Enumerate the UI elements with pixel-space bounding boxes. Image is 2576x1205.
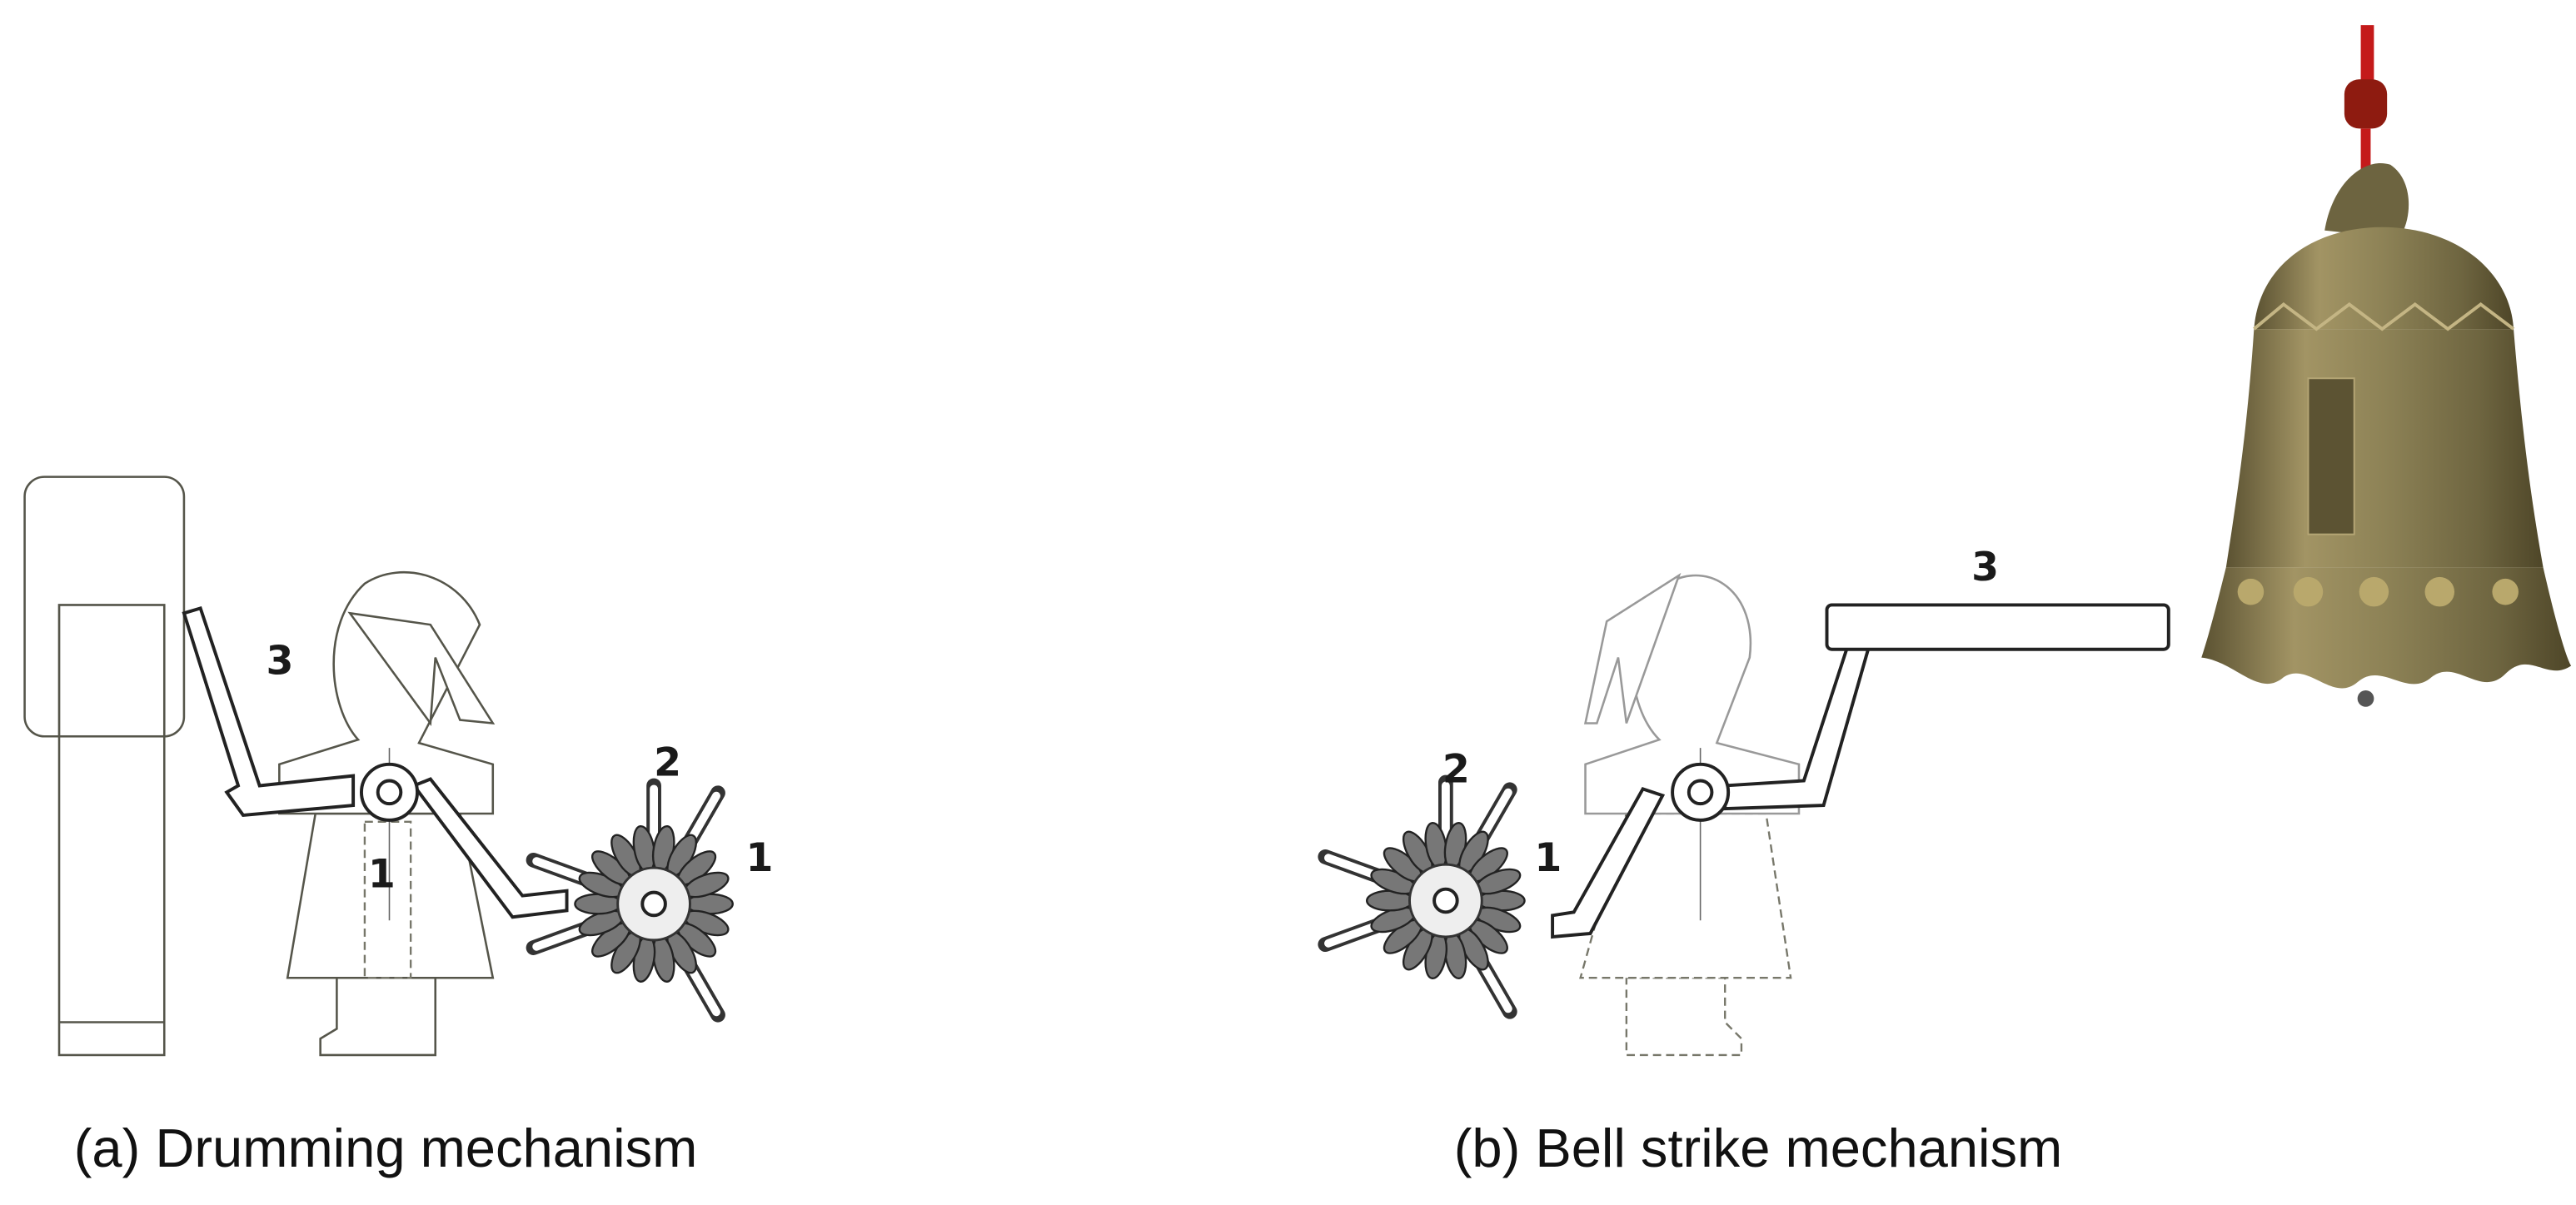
- cam-gear: [1318, 774, 1526, 1019]
- panel-a-drumming: 3 1 2 1 (a) Drumming mechanism: [23, 476, 774, 1178]
- striker-rod: [1825, 603, 2170, 651]
- label-part-3: 3: [1971, 545, 1999, 590]
- label-part-1-gear: 1: [746, 835, 774, 881]
- label-part-2: 2: [1442, 746, 1470, 792]
- bronze-bell-image: [2201, 25, 2572, 707]
- gear-shaft: [1432, 887, 1459, 914]
- figure-body: [278, 571, 496, 1057]
- caption-a: (a) Drumming mechanism: [74, 1118, 698, 1178]
- label-part-1-body: 1: [368, 852, 396, 898]
- cam-gear: [526, 778, 734, 1023]
- label-part-2: 2: [654, 740, 681, 786]
- label-part-3: 3: [267, 638, 294, 684]
- drum-arm: [182, 605, 569, 919]
- gear-shaft: [640, 890, 667, 918]
- caption-b: (b) Bell strike mechanism: [1454, 1118, 2063, 1178]
- drum-pillar: [23, 476, 186, 1057]
- label-part-1: 1: [1534, 835, 1562, 881]
- panel-b-bell-strike: 3 2 1 (b) Bell strike mechanism: [1318, 25, 2572, 1178]
